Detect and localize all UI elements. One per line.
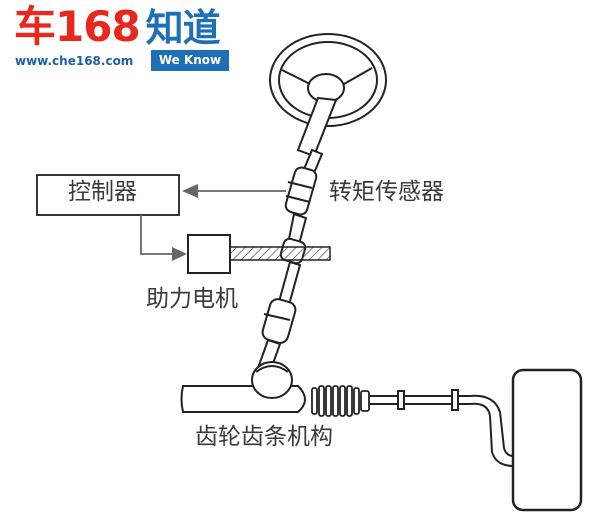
torque-sensor	[284, 166, 318, 216]
tie-rod	[369, 389, 515, 467]
controller-label: 控制器	[68, 179, 137, 205]
wheel	[511, 368, 583, 512]
logo-badge: We Know	[151, 50, 229, 71]
signal-arrow-sensor	[182, 184, 286, 198]
steering-column-upper	[296, 96, 338, 180]
logo-brand: 车168	[14, 2, 141, 51]
logo-brand-suffix: 知道	[145, 6, 221, 50]
controller-box	[36, 174, 180, 216]
rack-bellows	[311, 385, 370, 417]
torque-sensor-label: 转矩传感器	[329, 179, 444, 205]
universal-joint	[256, 298, 297, 374]
rack-housing	[180, 361, 306, 413]
rack-pinion-label: 齿轮齿条机构	[195, 424, 333, 450]
logo-url: www.che168.com	[15, 54, 134, 68]
motor-shaft	[225, 246, 331, 261]
motor-box	[187, 234, 231, 274]
signal-arrow-motor	[140, 215, 187, 261]
motor-label: 助力电机	[146, 286, 238, 312]
